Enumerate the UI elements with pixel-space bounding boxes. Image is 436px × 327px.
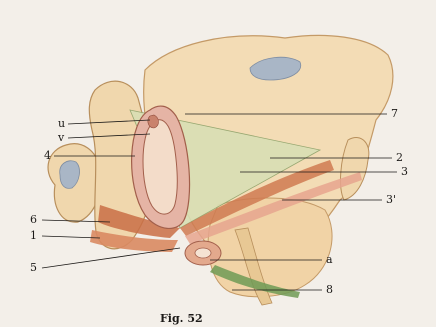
label-2: 2 bbox=[396, 152, 403, 163]
urethral-meatus bbox=[148, 115, 159, 128]
label-3-prime: 3' bbox=[386, 194, 396, 205]
figure-caption: Fig. 52 bbox=[160, 312, 203, 325]
anus-inner bbox=[195, 248, 211, 258]
label-v: v bbox=[58, 132, 64, 143]
label-8: 8 bbox=[326, 284, 333, 295]
label-5: 5 bbox=[30, 262, 37, 273]
label-4: 4 bbox=[44, 150, 51, 161]
label-u: u bbox=[58, 118, 65, 129]
label-3: 3 bbox=[401, 166, 408, 177]
label-6: 6 bbox=[30, 214, 37, 225]
label-1: 1 bbox=[30, 230, 37, 241]
label-a: a bbox=[326, 254, 333, 265]
label-7: 7 bbox=[391, 108, 398, 119]
